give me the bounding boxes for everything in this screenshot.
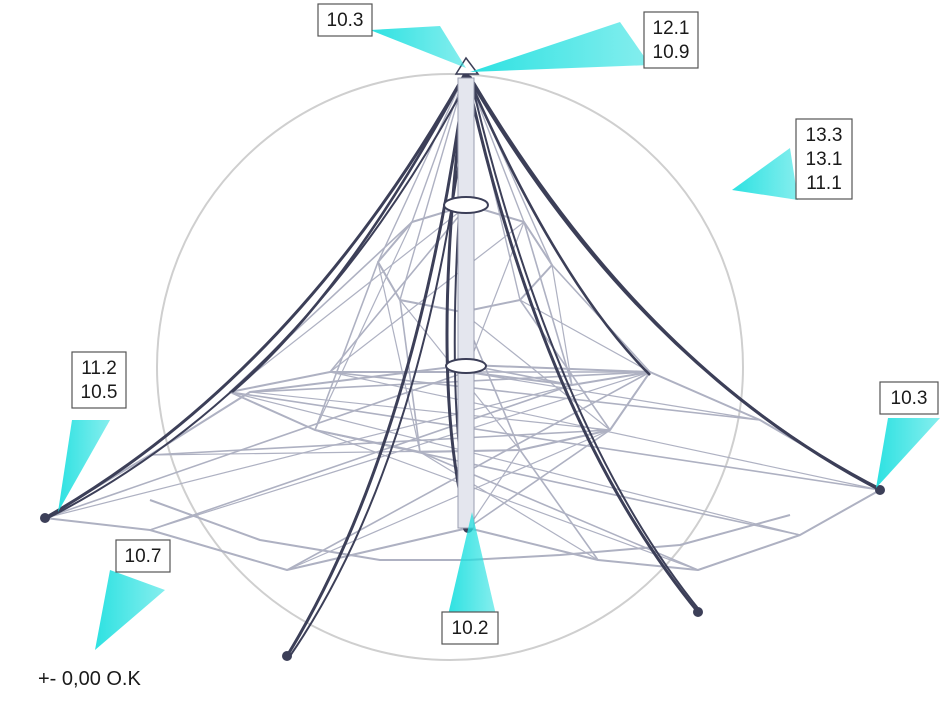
net-diagonal-rope <box>571 371 651 386</box>
height-label-value: 10.5 <box>81 382 118 403</box>
lower-platform-disc <box>445 358 487 374</box>
net-diagonal-rope <box>461 311 611 431</box>
net-radial-rope <box>314 429 801 536</box>
height-label-box <box>879 381 939 415</box>
net-radial-rope <box>44 371 467 519</box>
ground-anchor <box>875 485 885 495</box>
net-apex-rope <box>411 71 467 223</box>
net-diagonal-rope <box>44 384 573 519</box>
upper-guy-rope <box>231 71 468 393</box>
upper-platform-disc <box>443 196 489 214</box>
net-radial-rope <box>523 221 573 386</box>
height-label-value: 10.3 <box>891 388 928 409</box>
net-radial-rope <box>249 371 651 393</box>
net-radial-rope <box>329 204 469 373</box>
net-diagonal-rope <box>465 221 525 373</box>
net-diagonal-rope <box>149 371 651 531</box>
net-perimeter-rope <box>44 364 881 571</box>
main-guy-rope-secondary <box>469 75 702 613</box>
net-diagonal-rope <box>314 221 413 431</box>
net-radial-rope <box>399 299 421 453</box>
net-diagonal-rope <box>551 264 573 386</box>
net-radial-rope <box>149 429 611 456</box>
net-diagonal-rope <box>229 391 801 536</box>
height-label-bottom-left: 10.7 <box>115 539 171 573</box>
height-label-value: 10.2 <box>452 618 489 639</box>
ground-anchor <box>282 651 292 661</box>
height-label-value: 13.1 <box>806 149 843 170</box>
net-radial-rope <box>329 371 761 421</box>
height-label-value: 13.3 <box>806 125 843 146</box>
central-mast <box>443 56 489 529</box>
net-diagonal-rope <box>377 261 421 453</box>
measurement-beam-top-left <box>370 26 466 68</box>
height-label-right: 10.3 <box>879 381 939 415</box>
height-label-value: 10.3 <box>327 10 364 31</box>
net-diagonal-rope <box>419 451 599 561</box>
net-diagonal-rope <box>329 371 881 491</box>
main-guy-rope <box>44 71 468 520</box>
measurement-beam-top-right <box>470 22 650 72</box>
height-label-box <box>441 611 499 645</box>
main-guy-rope-secondary <box>469 75 884 491</box>
height-label-value: 11.2 <box>81 358 117 379</box>
main-guy-rope <box>285 71 468 657</box>
net-diagonal-rope <box>229 204 469 393</box>
height-label-top-left: 10.3 <box>317 3 373 37</box>
height-label-bottom-center: 10.2 <box>441 611 499 645</box>
measurement-beam-right <box>876 418 940 488</box>
measurement-beam-right-upper <box>732 148 798 200</box>
height-label-box <box>795 118 853 200</box>
net-radial-rope <box>229 391 881 491</box>
ground-anchor <box>40 513 50 523</box>
measurement-beam-left <box>58 420 110 512</box>
height-label-box <box>643 11 699 69</box>
net-radial-rope <box>314 261 379 431</box>
reference-level-note: +- 0,00 O.K <box>38 668 141 690</box>
rope-net <box>40 71 885 661</box>
height-label-top-right: 12.1 10.9 <box>643 11 699 69</box>
net-radial-rope <box>519 299 611 431</box>
height-labels: 10.3 12.1 10.9 13.3 13.1 11.1 11.2 10.5 10.3 10.7… <box>71 3 939 645</box>
main-guy-rope <box>464 71 700 613</box>
height-label-box <box>317 3 373 37</box>
net-diagonal-rope <box>465 371 761 421</box>
upper-guy-rope <box>464 71 651 376</box>
net-apex-rope <box>399 71 467 301</box>
height-label-value: 10.7 <box>125 546 162 567</box>
mast-pole <box>457 77 475 529</box>
fall-zone-circle <box>156 73 744 661</box>
height-label-value: 11.1 <box>806 173 842 194</box>
height-label-left: 11.2 10.5 <box>71 351 127 409</box>
fall-zone-circle-outline <box>156 73 744 661</box>
net-diagonal-rope <box>329 221 525 373</box>
measurement-beam-bottom-left <box>95 570 165 650</box>
height-label-box <box>115 539 171 573</box>
height-label-value: 12.1 <box>653 18 690 39</box>
net-diagonal-rope <box>249 391 611 431</box>
net-apex-rope <box>377 71 467 263</box>
measurement-beams <box>58 22 940 650</box>
net-diagonal-rope <box>519 299 651 373</box>
net-diagonal-rope <box>467 364 651 373</box>
ground-anchor <box>693 607 703 617</box>
height-label-right-upper: 13.3 13.1 11.1 <box>795 118 853 200</box>
measurement-beam-bottom-center <box>448 512 496 615</box>
net-diagonal-rope <box>286 429 611 571</box>
height-label-box <box>71 351 127 409</box>
main-guy-rope-secondary <box>289 75 471 657</box>
height-label-value: 10.9 <box>653 42 690 63</box>
